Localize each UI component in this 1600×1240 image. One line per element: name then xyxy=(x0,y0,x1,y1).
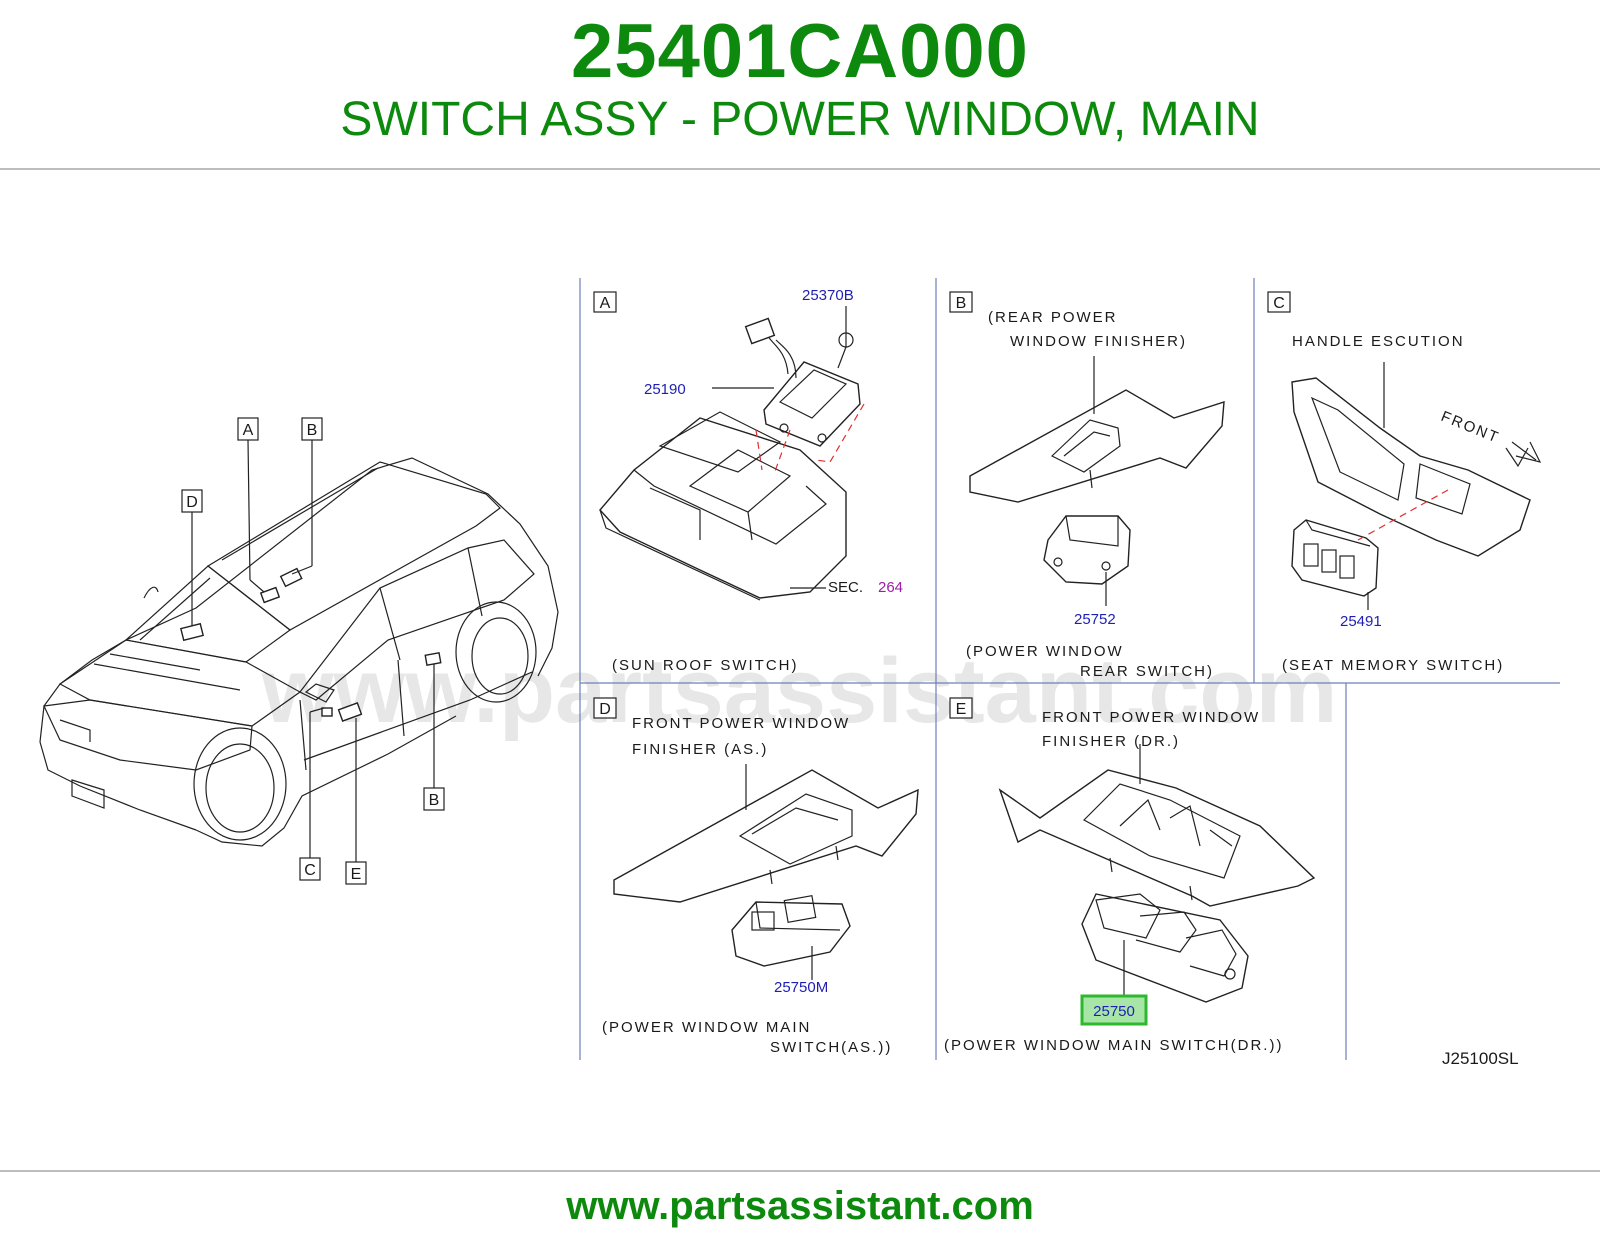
callout-a: A xyxy=(243,422,254,439)
panel-c-note: HANDLE ESCUTION xyxy=(1292,333,1465,350)
panel-d-letter: D xyxy=(599,701,611,718)
panel-c-pn: 25491 xyxy=(1340,613,1382,630)
panel-b-pn: 25752 xyxy=(1074,611,1116,628)
panel-d-pn: 25750M xyxy=(774,979,828,996)
panel-d: D FRONT POWER WINDOW FINISHER (AS.) 2575… xyxy=(593,697,919,1056)
panel-b: B (REAR POWER WINDOW FINISHER) 25752 (PO… xyxy=(949,291,1225,680)
footer-divider xyxy=(0,1170,1600,1172)
panel-a-letter: A xyxy=(600,295,611,312)
panel-c: C HANDLE ESCUTION FRONT 25491 (SEAT MEMO… xyxy=(1267,291,1542,674)
panel-e-letter: E xyxy=(956,701,967,718)
footer-link[interactable]: www.partsassistant.com xyxy=(566,1184,1034,1228)
panel-a-sec-num: 264 xyxy=(878,579,903,596)
panel-a: A 25370B 25190 SEC. 264 (SUN ROOF xyxy=(593,287,903,674)
panel-c-caption: (SEAT MEMORY SWITCH) xyxy=(1282,657,1504,674)
page-subtitle: SWITCH ASSY - POWER WINDOW, MAIN xyxy=(340,93,1260,146)
panel-d-caption-1: (POWER WINDOW MAIN xyxy=(602,1019,811,1036)
panel-b-note-1: (REAR POWER xyxy=(988,309,1118,326)
panel-e-caption: (POWER WINDOW MAIN SWITCH(DR.)) xyxy=(944,1037,1283,1054)
callout-b: B xyxy=(307,422,318,439)
vehicle-callouts: A B D B C E xyxy=(181,417,445,885)
callout-c: C xyxy=(304,862,316,879)
panel-b-note-2: WINDOW FINISHER) xyxy=(1010,333,1187,350)
panel-b-caption-2: REAR SWITCH) xyxy=(1080,663,1214,680)
vehicle-illustration xyxy=(39,457,559,847)
panel-d-note-1: FRONT POWER WINDOW xyxy=(632,715,850,732)
highlight-box xyxy=(1080,994,1148,1026)
header-divider xyxy=(0,168,1600,170)
panel-b-caption-1: (POWER WINDOW xyxy=(966,643,1124,660)
diagram-code: J25100SL xyxy=(1442,1049,1519,1068)
panel-c-letter: C xyxy=(1273,295,1285,312)
callout-e: E xyxy=(351,866,362,883)
panel-d-note-2: FINISHER (AS.) xyxy=(632,741,768,758)
callout-d: D xyxy=(186,494,198,511)
panel-d-caption-2: SWITCH(AS.)) xyxy=(770,1039,892,1056)
panel-e-note-2: FINISHER (DR.) xyxy=(1042,733,1180,750)
panel-a-pn-2: 25190 xyxy=(644,381,686,398)
panel-c-front: FRONT xyxy=(1439,408,1503,447)
panel-e-pn[interactable]: 25750 xyxy=(1093,1003,1135,1020)
panel-e-note-1: FRONT POWER WINDOW xyxy=(1042,709,1260,726)
panel-a-caption: (SUN ROOF SWITCH) xyxy=(612,657,798,674)
panel-a-pn-1: 25370B xyxy=(802,287,854,304)
page-title: 25401CA000 xyxy=(571,9,1029,94)
callout-b2: B xyxy=(429,792,440,809)
panel-b-letter: B xyxy=(956,295,967,312)
panel-a-sec-label: SEC. xyxy=(828,579,863,596)
panel-e: E 25750 FRONT POWER WINDOW FINISHER (DR.… xyxy=(944,697,1316,1054)
